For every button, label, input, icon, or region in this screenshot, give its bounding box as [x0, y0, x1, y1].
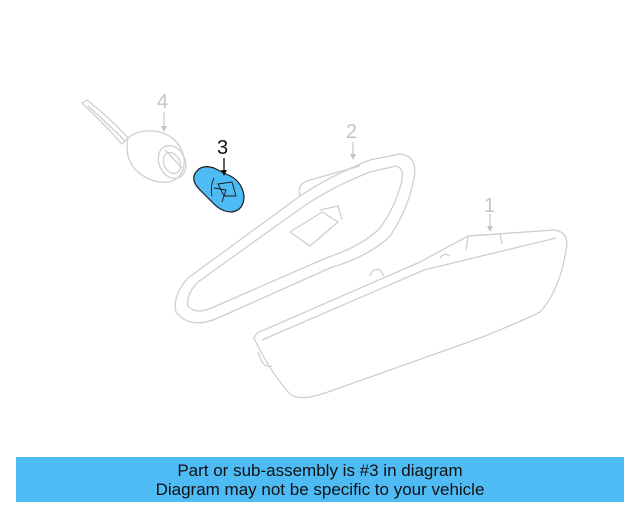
socket-part-4[interactable]: [80, 99, 191, 183]
lamp-housing-part-1[interactable]: [253, 229, 568, 399]
banner-line-part-number: Part or sub-assembly is #3 in diagram: [177, 461, 463, 480]
callout-4[interactable]: 4: [157, 91, 169, 113]
bulb-part-3[interactable]: [193, 166, 245, 213]
callout-3[interactable]: 3: [217, 137, 229, 159]
banner-line-disclaimer: Diagram may not be specific to your vehi…: [155, 480, 485, 499]
callout-1[interactable]: 1: [484, 195, 496, 217]
info-banner: Part or sub-assembly is #3 in diagram Di…: [16, 457, 624, 502]
leader-arrows: [161, 112, 493, 232]
bezel-part-2[interactable]: [174, 153, 416, 324]
parts-diagram: 4 2 3 1: [80, 91, 568, 399]
callout-2[interactable]: 2: [346, 121, 358, 143]
